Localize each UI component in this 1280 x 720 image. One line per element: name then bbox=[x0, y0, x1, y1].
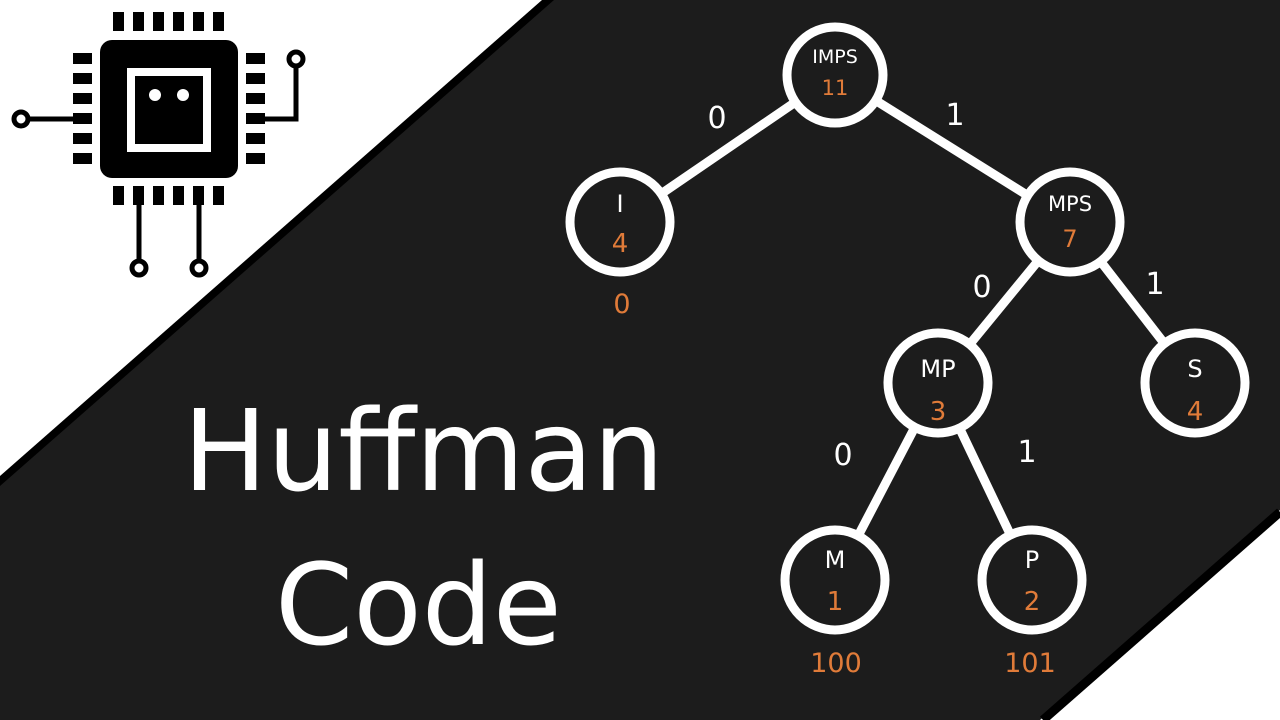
node-weight: 1 bbox=[827, 587, 844, 617]
node-weight: 7 bbox=[1062, 225, 1077, 253]
title-huffman: Huffman bbox=[183, 387, 665, 517]
node-weight: 2 bbox=[1024, 587, 1041, 617]
tree-edges bbox=[617, 71, 1199, 583]
edge-label-imps-mps: 1 bbox=[945, 98, 964, 133]
node-name: S bbox=[1187, 355, 1202, 383]
node-name: I bbox=[616, 190, 623, 218]
node-m: M 1 bbox=[780, 525, 890, 635]
node-weight: 4 bbox=[1187, 397, 1204, 427]
node-name: M bbox=[825, 546, 846, 574]
node-p: P 2 bbox=[977, 525, 1087, 635]
node-i: I 4 bbox=[565, 167, 675, 277]
code-p: 101 bbox=[1004, 648, 1056, 679]
node-weight: 3 bbox=[930, 397, 947, 427]
node-mps: MPS 7 bbox=[1015, 167, 1125, 277]
node-weight: 4 bbox=[612, 229, 629, 259]
chip-eye-left bbox=[149, 89, 161, 101]
node-imps: IMPS 11 bbox=[782, 22, 888, 128]
code-i: 0 bbox=[613, 289, 630, 320]
edge-label-mps-s: 1 bbox=[1145, 267, 1164, 302]
corner-border bbox=[1040, 508, 1280, 720]
node-name: MPS bbox=[1048, 192, 1092, 216]
node-name: IMPS bbox=[812, 46, 858, 68]
code-m: 100 bbox=[810, 648, 862, 679]
node-name: P bbox=[1025, 546, 1039, 574]
node-name: MP bbox=[920, 355, 955, 383]
node-s: S 4 bbox=[1140, 328, 1250, 438]
cpu-chip-icon bbox=[11, 12, 306, 278]
node-weight: 11 bbox=[822, 76, 849, 100]
edge-label-imps-i: 0 bbox=[707, 101, 726, 136]
chip-eye-right bbox=[177, 89, 189, 101]
node-mp: MP 3 bbox=[883, 328, 993, 438]
edge-label-mps-mp: 0 bbox=[972, 270, 991, 305]
edge-label-mp-p: 1 bbox=[1017, 435, 1036, 470]
title-code: Code bbox=[275, 541, 562, 671]
edge-label-mp-m: 0 bbox=[833, 438, 852, 473]
